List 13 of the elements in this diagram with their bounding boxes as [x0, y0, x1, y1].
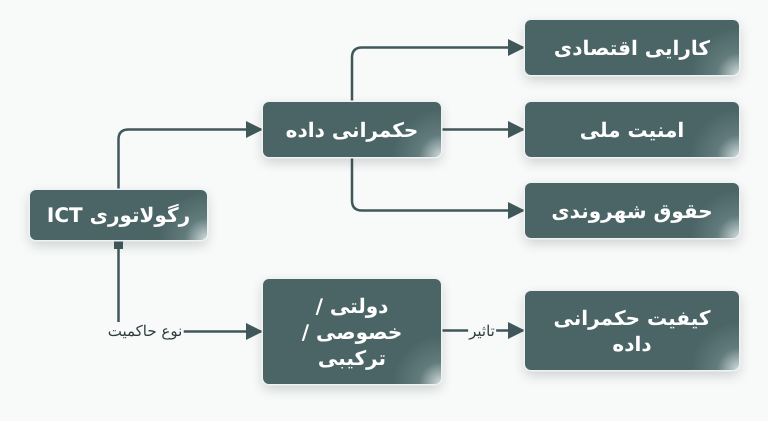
arrow [350, 39, 525, 102]
arrow [117, 121, 263, 190]
process-box: دولتی / خصوصی / ترکیبی [263, 279, 441, 384]
process-box: کیفیت حکمرانی داده [525, 291, 739, 370]
arrow [441, 121, 525, 138]
process-box: رگولاتوری ICT [30, 190, 207, 240]
process-box: کارایی اقتصادی [525, 20, 739, 75]
edge-label: نوع حاکمیت [106, 322, 184, 340]
edge-label: تاثیر [468, 322, 496, 340]
process-box: امنیت ملی [525, 102, 739, 157]
process-box: حکمرانی داده [263, 102, 441, 157]
process-box: حقوق شهروندی [525, 183, 739, 238]
arrow [350, 157, 525, 219]
